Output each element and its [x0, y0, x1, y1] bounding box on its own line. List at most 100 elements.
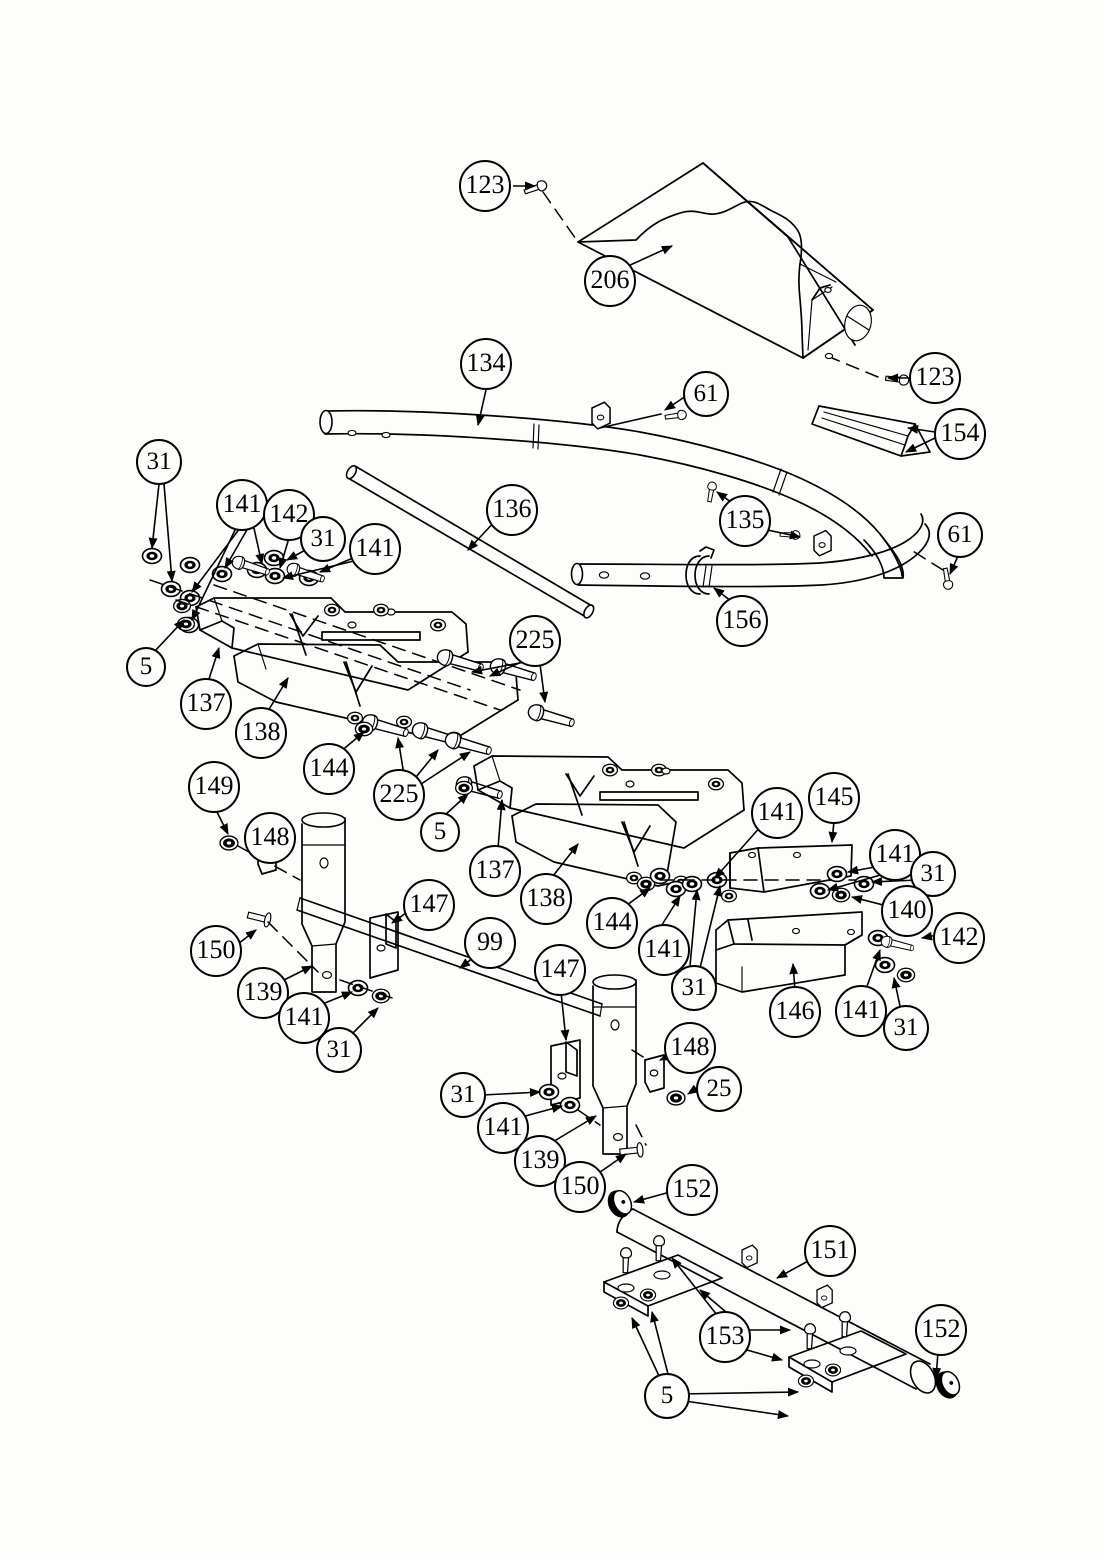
callout-label: 134 [466, 348, 506, 377]
callout-balloon-31[interactable]: 31 [883, 1005, 929, 1051]
callout-label: 61 [693, 379, 719, 407]
fasteners-145 [809, 865, 875, 903]
callout-label: 31 [450, 1080, 476, 1108]
callout-balloon-147[interactable]: 147 [403, 879, 455, 931]
callout-label: 31 [893, 1013, 919, 1041]
callout-label: 140 [887, 895, 927, 924]
fastener-144-upper [354, 721, 374, 737]
callout-balloon-31[interactable]: 31 [671, 965, 717, 1011]
callout-balloon-61[interactable]: 61 [937, 512, 983, 558]
callout-label: 148 [670, 1032, 710, 1061]
callout-label: 138 [241, 717, 281, 746]
callout-balloon-136[interactable]: 136 [486, 484, 538, 536]
callout-balloon-144[interactable]: 144 [586, 897, 638, 949]
callout-label: 5 [433, 817, 447, 845]
callout-label: 31 [146, 447, 172, 475]
callout-balloon-153[interactable]: 153 [699, 1311, 751, 1363]
callout-label: 206 [590, 265, 630, 294]
fastener-61-right [907, 547, 954, 591]
callout-label: 31 [920, 859, 946, 887]
callout-balloon-142[interactable]: 142 [933, 912, 985, 964]
callout-balloon-148[interactable]: 148 [244, 812, 296, 864]
callout-balloon-144[interactable]: 144 [303, 743, 355, 795]
callout-label: 148 [250, 822, 290, 851]
callout-balloon-141[interactable]: 141 [349, 523, 401, 575]
callout-balloon-5[interactable]: 5 [644, 1373, 690, 1419]
callout-label: 147 [409, 889, 449, 918]
callout-balloon-31[interactable]: 31 [440, 1072, 486, 1118]
callout-label: 149 [194, 771, 234, 800]
callout-balloon-141[interactable]: 141 [751, 787, 803, 839]
callout-balloon-31[interactable]: 31 [300, 516, 346, 562]
callout-balloon-138[interactable]: 138 [235, 707, 287, 759]
callout-label: 144 [592, 907, 632, 936]
part-152-end-cap-left [602, 1185, 637, 1223]
callout-balloon-123[interactable]: 123 [459, 160, 511, 212]
part-145-deflector [729, 844, 853, 893]
callout-label: 144 [309, 753, 349, 782]
callout-balloon-152[interactable]: 152 [666, 1164, 718, 1216]
fastener-123-bottom [831, 357, 910, 387]
callout-balloon-31[interactable]: 31 [136, 439, 182, 485]
callout-label: 141 [284, 1002, 324, 1031]
callout-label: 141 [483, 1112, 523, 1141]
callout-balloon-150[interactable]: 150 [554, 1161, 606, 1213]
callout-balloon-140[interactable]: 140 [881, 885, 933, 937]
callout-label: 151 [810, 1235, 850, 1264]
part-139-leg-right [592, 974, 637, 1155]
callout-balloon-139[interactable]: 139 [514, 1135, 566, 1187]
callout-label: 123 [915, 362, 955, 391]
fasteners-146 [867, 929, 916, 983]
part-147-bracket-left [369, 911, 399, 979]
callout-balloon-5[interactable]: 5 [126, 647, 166, 687]
callout-balloon-123[interactable]: 123 [909, 352, 961, 404]
callout-label: 5 [139, 652, 153, 680]
callout-balloon-225[interactable]: 225 [373, 769, 425, 821]
fastener-cluster-upper-left [141, 547, 521, 711]
callout-label: 99 [477, 927, 503, 956]
callout-balloon-152[interactable]: 152 [915, 1304, 967, 1356]
callout-label: 137 [186, 688, 226, 717]
callout-balloon-147[interactable]: 147 [534, 944, 586, 996]
callout-balloon-156[interactable]: 156 [716, 595, 768, 647]
callout-balloon-5[interactable]: 5 [420, 812, 460, 852]
callout-balloon-148[interactable]: 148 [664, 1022, 716, 1074]
callout-balloon-141[interactable]: 141 [835, 985, 887, 1037]
callout-balloon-146[interactable]: 146 [769, 986, 821, 1038]
callout-label: 136 [492, 494, 532, 523]
callout-balloon-135[interactable]: 135 [719, 495, 771, 547]
callout-label: 225 [515, 625, 555, 654]
part-frame-lower-handle-tube [570, 513, 931, 595]
part-156-clamp [685, 546, 715, 595]
callout-label: 142 [939, 922, 979, 951]
callout-label: 153 [705, 1321, 745, 1350]
callout-balloon-151[interactable]: 151 [804, 1225, 856, 1277]
part-136-brace-rod [345, 465, 595, 619]
callout-balloon-134[interactable]: 134 [460, 338, 512, 390]
callout-balloon-142[interactable]: 142 [263, 489, 315, 541]
callout-balloon-25[interactable]: 25 [696, 1066, 742, 1112]
callout-balloon-61[interactable]: 61 [683, 371, 729, 417]
callout-balloon-141[interactable]: 141 [216, 479, 268, 531]
callout-balloon-138[interactable]: 138 [520, 873, 572, 925]
callout-label: 141 [355, 533, 395, 562]
callout-label: 123 [465, 170, 505, 199]
callout-balloon-99[interactable]: 99 [464, 917, 516, 969]
callout-balloon-154[interactable]: 154 [934, 408, 986, 460]
assembly-b-arm-137-138 [473, 755, 745, 903]
callout-balloon-225[interactable]: 225 [509, 615, 561, 667]
callout-balloon-31[interactable]: 31 [910, 851, 956, 897]
callout-balloon-145[interactable]: 145 [808, 772, 860, 824]
callout-label: 31 [681, 973, 707, 1001]
part-153-mount-plate-upper [603, 1234, 723, 1317]
callout-balloon-137[interactable]: 137 [180, 678, 232, 730]
fastener-135-upper [704, 480, 718, 503]
callout-balloon-141[interactable]: 141 [477, 1102, 529, 1154]
callout-balloon-206[interactable]: 206 [584, 255, 636, 307]
callout-balloon-150[interactable]: 150 [190, 925, 242, 977]
callout-balloon-31[interactable]: 31 [316, 1027, 362, 1073]
callout-label: 139 [520, 1145, 560, 1174]
callout-label: 152 [921, 1314, 961, 1343]
callout-balloon-137[interactable]: 137 [469, 845, 521, 897]
callout-balloon-149[interactable]: 149 [188, 761, 240, 813]
